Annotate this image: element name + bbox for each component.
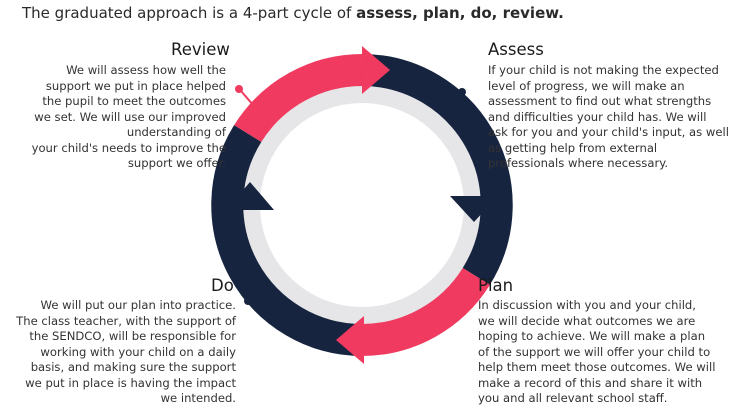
plan-title: Plan: [478, 276, 514, 295]
assess-connector-dot: [458, 88, 466, 96]
arrow-head-right: [450, 196, 498, 222]
plan-line: hoping to achieve. We will make a plan: [478, 329, 706, 343]
assess-line: and difficulties your child has. We will: [488, 109, 707, 124]
plan-connector-dot: [459, 301, 467, 309]
intro-prefix: The graduated approach is a 4-part cycle…: [22, 4, 357, 22]
do-connector: [249, 284, 267, 300]
do-line: we intended.: [160, 391, 236, 405]
review-connector-dot: [235, 85, 243, 93]
inner-ring: [234, 77, 490, 333]
do-line: the SENDCO, will be responsible for: [29, 329, 236, 343]
cycle-segment-do: [211, 125, 363, 356]
review-connector: [240, 90, 261, 114]
plan-text: In discussion with you and your child, w…: [478, 298, 715, 407]
intro-sentence: The graduated approach is a 4-part cycle…: [22, 4, 564, 22]
assess-line: ask for you and your child's input, as w…: [488, 125, 729, 139]
arrow-head-left: [226, 182, 274, 210]
review-text: We will assess how well the support we p…: [32, 63, 226, 172]
review-line: support we put in place helped: [45, 78, 226, 93]
do-text: We will put our plan into practice. The …: [16, 298, 236, 407]
assess-line: If your child is not making the expected: [488, 63, 719, 77]
review-line: your child's needs to improve the: [31, 140, 226, 155]
do-title: Do: [211, 276, 234, 295]
assess-line: as getting help from external: [488, 140, 658, 155]
do-line: We will put our plan into practice.: [40, 298, 236, 312]
assess-line: assessment to find out what strengths: [488, 94, 712, 108]
cycle-segment-plan: [361, 267, 490, 356]
arrow-head-top: [362, 46, 390, 94]
review-line: We will assess how well the: [66, 63, 226, 77]
assess-line: professionals where necessary.: [488, 156, 669, 170]
review-line: the pupil to meet the outcomes: [42, 94, 226, 108]
review-line: understanding of: [126, 125, 226, 139]
plan-line: we will decide what outcomes we are: [478, 313, 696, 328]
plan-line: In discussion with you and your child,: [478, 298, 696, 312]
arrow-head-bottom: [336, 316, 364, 364]
do-line: we put in place is having the impact: [25, 375, 236, 390]
do-line: The class teacher, with the support of: [16, 313, 236, 328]
assess-connector: [443, 93, 461, 114]
do-line: working with your child on a daily: [40, 344, 236, 359]
cycle-segment-review: [234, 54, 363, 143]
do-connector-dot: [244, 297, 252, 305]
review-line: we set. We will use our improved: [34, 109, 226, 124]
plan-connector: [448, 288, 462, 303]
intro-emphasis: assess, plan, do, review.: [356, 4, 564, 22]
review-line: support we offer.: [127, 156, 226, 170]
plan-line: help them meet those outcomes. We will: [478, 360, 716, 374]
assess-text: If your child is not making the expected…: [488, 63, 729, 172]
assess-line: level of progress, we will make an: [488, 78, 685, 93]
plan-line: make a record of this and share it with: [478, 375, 703, 390]
review-title: Review: [171, 40, 230, 59]
cycle-segment-assess: [361, 54, 513, 285]
plan-line: you and all relevant school staff.: [478, 391, 668, 405]
assess-title: Assess: [488, 40, 544, 59]
plan-line: of the support we will offer your child …: [478, 344, 711, 359]
do-line: basis, and making sure the support: [30, 360, 236, 374]
